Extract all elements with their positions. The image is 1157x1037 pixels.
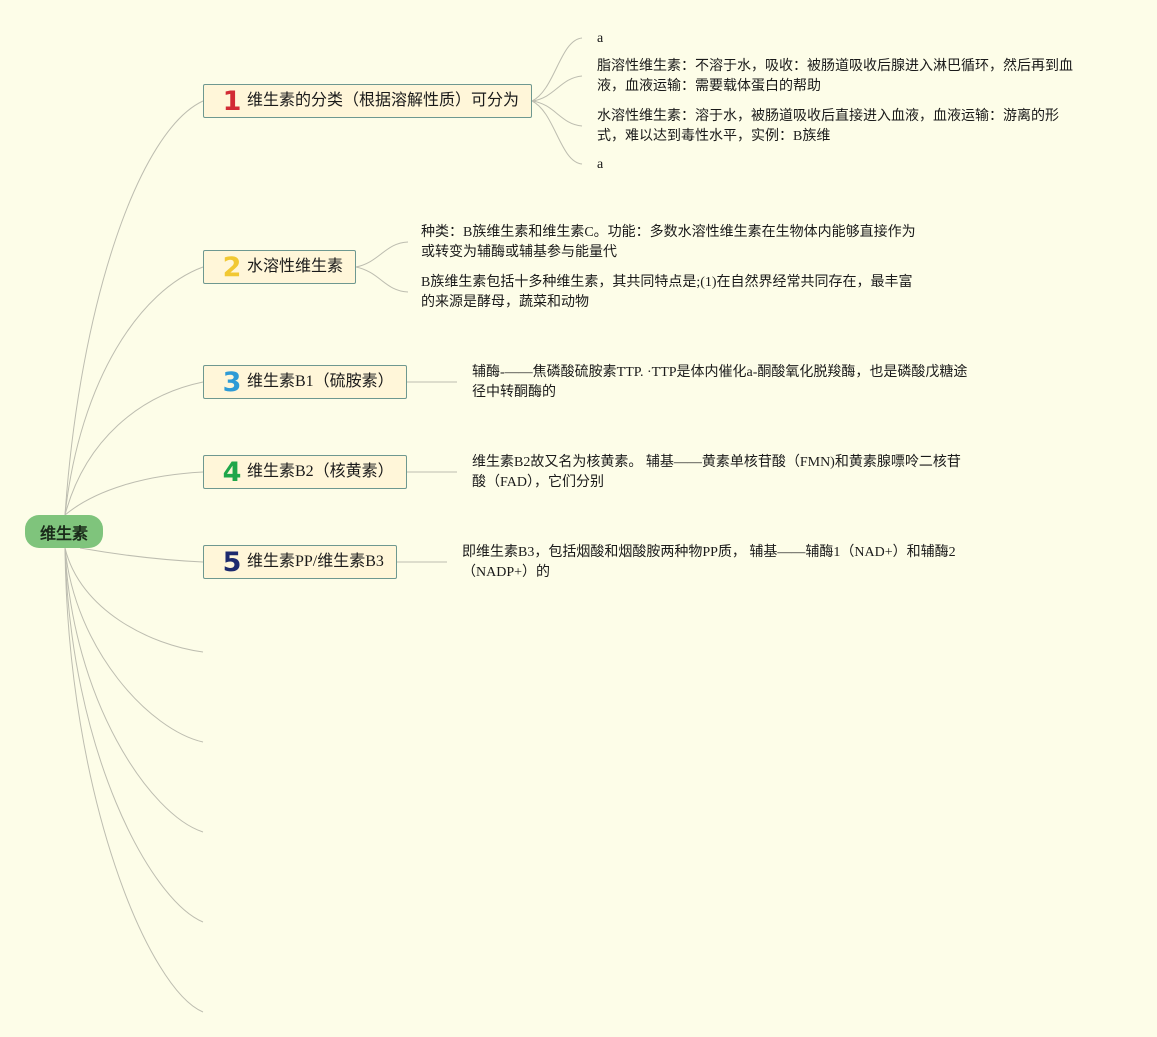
subtopic-4-1[interactable]: 维生素B2故又名为核黄素。 辅基——黄素单核苷酸（FMN)和黄素腺嘌呤二核苷酸（… xyxy=(472,455,961,490)
connector-root-topic-2 xyxy=(64,266,204,516)
topic-3-label: 维生素B1（硫胺素） xyxy=(247,373,394,390)
subtopic-1-3[interactable]: 水溶性维生素：溶于水，被肠道吸收后直接进入血液，血液运输：游离的形式，难以达到毒… xyxy=(597,109,1059,144)
number-1-icon: 1 xyxy=(222,85,242,117)
number-4-icon: 4 xyxy=(222,456,242,488)
connector-root-empty-3 xyxy=(64,547,204,833)
topic-4[interactable]: 4 维生素B2（核黄素） xyxy=(203,455,407,489)
connector-root-topic-5 xyxy=(79,547,204,563)
connector-root-topic-3 xyxy=(64,381,204,516)
topic-1-label: 维生素的分类（根据溶解性质）可分为 xyxy=(246,92,519,109)
subtopic-5-1[interactable]: 即维生素B3，包括烟酸和烟酸胺两种物PP质， 辅基——辅酶1（NAD+）和辅酶2… xyxy=(462,545,956,580)
subtopic-1-2[interactable]: 脂溶性维生素：不溶于水，吸收：被肠道吸收后腺进入淋巴循环，然后再到血液，血液运输… xyxy=(597,59,1073,94)
subtopic-3-1[interactable]: 辅酶-——焦磷酸硫胺素TTP. ·TTP是体内催化a-酮酸氧化脱羧酶，也是磷酸戊… xyxy=(472,365,968,400)
number-5-icon: 5 xyxy=(222,546,242,578)
number-3-icon: 3 xyxy=(222,366,242,398)
connector-root-empty-1 xyxy=(64,547,204,653)
connector-root-empty-4 xyxy=(64,547,204,923)
number-2-icon: 2 xyxy=(222,251,242,283)
connector-t2-c2 xyxy=(355,266,409,293)
connector-root-topic-4 xyxy=(64,471,204,516)
subtopic-2-2[interactable]: B族维生素包括十多种维生素，其共同特点是;(1)在自然界经常共同存在，最丰富的来… xyxy=(421,275,913,310)
subtopic-1-4[interactable]: a xyxy=(597,157,604,172)
topic-2[interactable]: 2 水溶性维生素 xyxy=(203,250,356,284)
topic-5[interactable]: 5 维生素PP/维生素B3 xyxy=(203,545,397,579)
topic-2-label: 水溶性维生素 xyxy=(246,258,343,275)
connector-t1-c2 xyxy=(531,75,583,102)
connector-root-topic-1 xyxy=(64,100,204,516)
connector-t1-c4 xyxy=(531,100,583,165)
connector-t1-c1 xyxy=(531,37,583,102)
root-topic[interactable]: 维生素 xyxy=(25,515,103,548)
connector-t1-c3 xyxy=(531,100,583,127)
topic-1[interactable]: 1 维生素的分类（根据溶解性质）可分为 xyxy=(203,84,532,118)
topic-5-label: 维生素PP/维生素B3 xyxy=(247,553,384,570)
subtopic-2-1[interactable]: 种类：B族维生素和维生素C。功能：多数水溶性维生素在生物体内能够直接作为或转变为… xyxy=(421,225,916,260)
topic-4-label: 维生素B2（核黄素） xyxy=(247,463,394,480)
connector-root-empty-2 xyxy=(64,547,204,743)
connector-t2-c1 xyxy=(355,241,409,268)
subtopic-1-1[interactable]: a xyxy=(597,31,604,46)
topic-3[interactable]: 3 维生素B1（硫胺素） xyxy=(203,365,407,399)
connector-root-empty-5 xyxy=(64,547,204,1013)
